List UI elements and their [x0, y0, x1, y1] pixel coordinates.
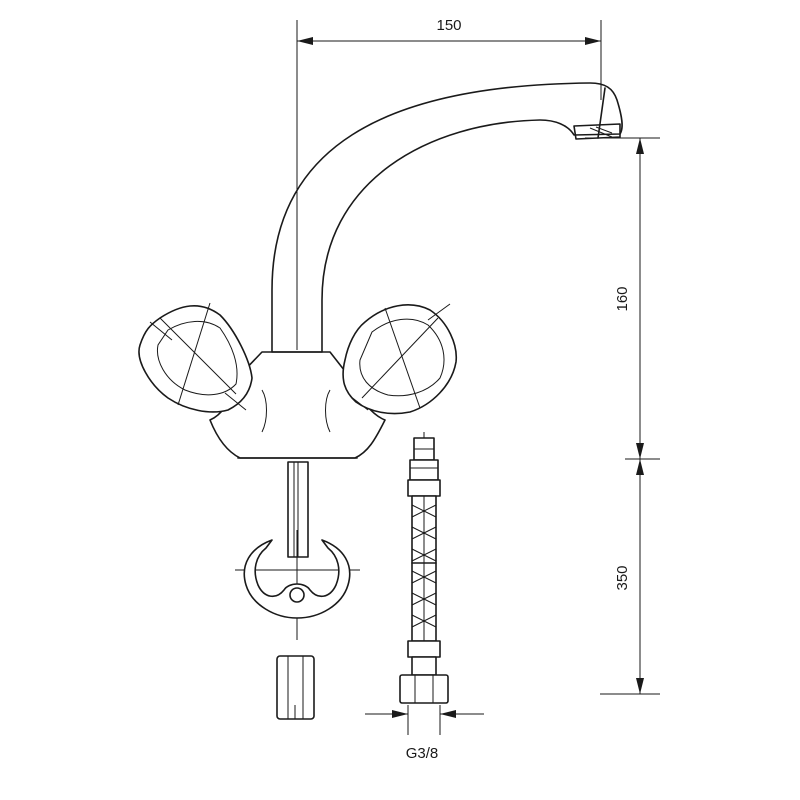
dimension-thread: G3/8	[365, 705, 484, 762]
dimension-label-160: 160	[614, 286, 631, 311]
flexible-hose	[399, 432, 449, 704]
left-handle	[138, 302, 253, 413]
threaded-stud	[287, 461, 309, 558]
faucet-spout	[271, 82, 623, 353]
dimension-label-150: 150	[436, 17, 461, 34]
mounting-bracket	[235, 530, 360, 640]
dimension-vertical: 160 350	[585, 137, 660, 695]
dimension-spout-reach: 150	[296, 17, 602, 350]
fixing-nut	[276, 655, 315, 720]
hose-braid-pattern	[411, 504, 437, 628]
dimension-label-thread: G3/8	[406, 745, 439, 762]
right-handle	[342, 303, 457, 415]
dimension-label-350: 350	[614, 565, 631, 590]
